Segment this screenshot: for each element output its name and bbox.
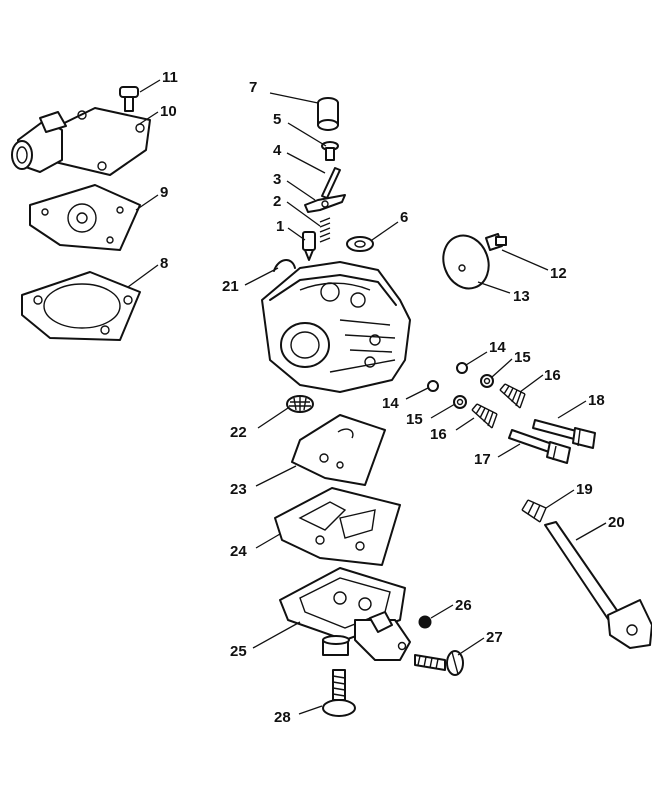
callout-28: 28 [274,709,291,726]
callout-labels: 11 10 9 8 7 5 4 3 2 1 6 21 12 13 14 14 1… [160,69,625,726]
callout-6: 6 [400,209,408,226]
part-23-gasket [291,414,386,486]
part-15-washer-upper [480,374,494,388]
part-11-screw [119,86,139,112]
part-16-spring-lower [471,403,498,429]
part-19-spring [521,499,547,523]
callout-13: 13 [513,288,530,305]
callout-2: 2 [273,193,281,210]
part-8-gasket [21,271,141,341]
callout-19: 19 [576,481,593,498]
part-18-adjusting-screw [532,419,596,449]
part-6-washer [346,236,374,252]
callout-14-lower: 14 [382,395,399,412]
part-15-washer-lower [453,395,467,409]
callout-9: 9 [160,184,168,201]
part-10-pump-cover [11,107,151,176]
callout-14-upper: 14 [489,339,506,356]
callout-26: 26 [455,597,472,614]
part-14-oring-lower [427,380,439,392]
callout-15-lower: 15 [406,411,423,428]
callout-24: 24 [230,543,247,560]
part-20-throttle-shaft [544,521,652,649]
part-14-oring-upper [456,362,468,374]
callout-8: 8 [160,255,168,272]
callout-16-upper: 16 [544,367,561,384]
callout-7: 7 [249,79,257,96]
callout-18: 18 [588,392,605,409]
part-25-metering-cover [279,567,411,661]
part-27-screw [414,650,464,676]
callout-4: 4 [273,142,282,159]
carburetor-body [261,261,411,393]
part-12-screw [485,233,507,251]
part-2-spring [319,217,331,243]
part-13-throttle-plate [442,234,490,290]
callout-1: 1 [276,218,284,235]
callout-21: 21 [222,278,239,295]
callout-20: 20 [608,514,625,531]
part-3-lever [304,194,346,213]
part-7-plug [317,97,339,131]
part-24-metering-diaphragm [274,487,401,566]
part-28-screw [322,669,356,717]
callout-10: 10 [160,103,177,120]
part-16-spring-upper [499,383,526,409]
part-17-adjusting-screw [508,429,571,464]
part-21-clip [273,259,296,272]
part-1-inlet-needle [302,231,316,261]
callout-27: 27 [486,629,503,646]
part-26-ball [418,615,432,629]
part-5-screw [321,141,339,161]
callout-5: 5 [273,111,281,128]
part-9-pump-diaphragm [29,184,141,251]
callout-25: 25 [230,643,247,660]
part-4-pin [321,167,341,199]
leader-lines [127,79,607,715]
callout-22: 22 [230,424,247,441]
callout-17: 17 [474,451,491,468]
callout-11: 11 [162,69,178,86]
callout-16-lower: 16 [430,426,447,443]
part-22-strainer [286,395,314,413]
callout-15-upper: 15 [514,349,531,366]
callout-12: 12 [550,265,567,282]
callout-23: 23 [230,481,247,498]
callout-3: 3 [273,171,281,188]
